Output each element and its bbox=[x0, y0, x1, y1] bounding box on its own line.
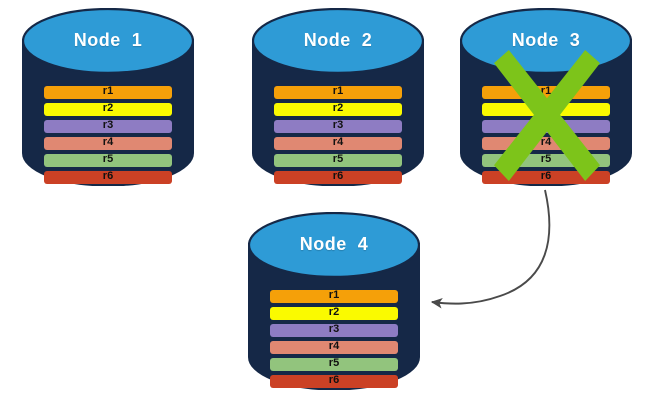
replica-row[interactable]: r4 bbox=[482, 136, 610, 150]
replica-row[interactable]: r5 bbox=[270, 357, 398, 371]
replica-label: r4 bbox=[540, 136, 552, 149]
replica-label: r2 bbox=[540, 102, 552, 115]
replica-row[interactable]: r5 bbox=[44, 153, 172, 167]
replica-label: r6 bbox=[328, 374, 340, 387]
replica-row[interactable]: r5 bbox=[482, 153, 610, 167]
replica-label: r1 bbox=[332, 85, 344, 98]
replica-row[interactable]: r6 bbox=[44, 170, 172, 184]
replica-label: r1 bbox=[540, 85, 552, 98]
replica-row[interactable]: r6 bbox=[270, 374, 398, 388]
replica-label: r3 bbox=[102, 119, 114, 132]
replica-row[interactable]: r1 bbox=[274, 85, 402, 99]
replica-label: r3 bbox=[332, 119, 344, 132]
replica-row[interactable]: r2 bbox=[270, 306, 398, 320]
replica-label: r6 bbox=[332, 170, 344, 183]
replica-list: r1 r2 r3 r4 r5 r6 bbox=[248, 289, 420, 388]
replica-list: r1 r2 r3 r4 r5 r6 bbox=[252, 85, 424, 184]
replica-row[interactable]: r4 bbox=[274, 136, 402, 150]
replica-label: r5 bbox=[102, 153, 114, 166]
replica-row[interactable]: r3 bbox=[270, 323, 398, 337]
replica-row[interactable]: r1 bbox=[44, 85, 172, 99]
replica-label: r2 bbox=[328, 306, 340, 319]
replica-label: r3 bbox=[540, 119, 552, 132]
replica-label: r5 bbox=[332, 153, 344, 166]
cylinder-top-ellipse bbox=[248, 212, 420, 278]
replica-list: r1 r2 r3 r4 r5 r6 bbox=[22, 85, 194, 184]
cylinder-top-ellipse bbox=[460, 8, 632, 74]
replica-label: r5 bbox=[328, 357, 340, 370]
replica-label: r1 bbox=[328, 289, 340, 302]
replica-row[interactable]: r3 bbox=[44, 119, 172, 133]
replica-row[interactable]: r4 bbox=[44, 136, 172, 150]
replica-label: r4 bbox=[102, 136, 114, 149]
replica-label: r5 bbox=[540, 153, 552, 166]
replica-label: r2 bbox=[102, 102, 114, 115]
replica-row[interactable]: r2 bbox=[274, 102, 402, 116]
cylinder-top-ellipse bbox=[252, 8, 424, 74]
replica-row[interactable]: r6 bbox=[274, 170, 402, 184]
replica-row[interactable]: r6 bbox=[482, 170, 610, 184]
replica-list: r1 r2 r3 r4 r5 r6 bbox=[460, 85, 632, 184]
replica-row[interactable]: r2 bbox=[482, 102, 610, 116]
replica-row[interactable]: r2 bbox=[44, 102, 172, 116]
replica-label: r4 bbox=[328, 340, 340, 353]
replica-label: r3 bbox=[328, 323, 340, 336]
replica-row[interactable]: r3 bbox=[482, 119, 610, 133]
replica-label: r6 bbox=[540, 170, 552, 183]
cylinder-top-ellipse bbox=[22, 8, 194, 74]
replica-row[interactable]: r1 bbox=[482, 85, 610, 99]
replica-row[interactable]: r3 bbox=[274, 119, 402, 133]
replica-row[interactable]: r5 bbox=[274, 153, 402, 167]
replica-label: r6 bbox=[102, 170, 114, 183]
replica-label: r4 bbox=[332, 136, 344, 149]
replica-row[interactable]: r4 bbox=[270, 340, 398, 354]
replica-label: r1 bbox=[102, 85, 114, 98]
replica-row[interactable]: r1 bbox=[270, 289, 398, 303]
replica-label: r2 bbox=[332, 102, 344, 115]
